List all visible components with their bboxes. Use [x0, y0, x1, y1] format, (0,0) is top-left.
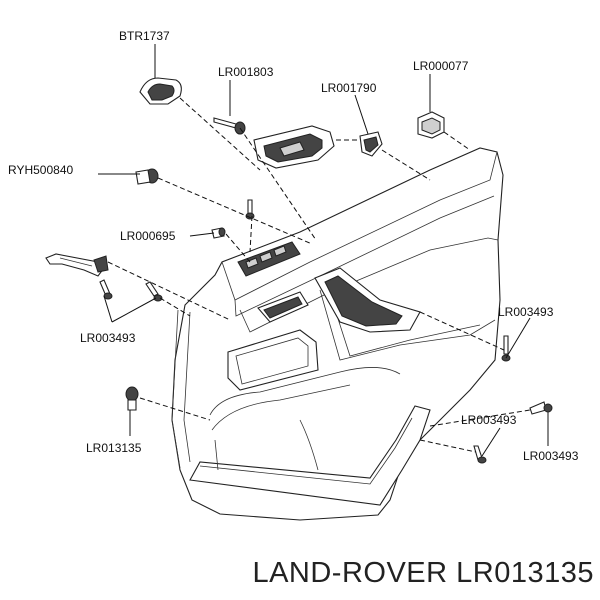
window-switch-pack: [237, 241, 301, 277]
leader-lines: [98, 44, 549, 457]
part-lr001803-screw: [213, 117, 246, 135]
brand-part-number: LAND-ROVER LR013135: [252, 557, 594, 589]
label-ryh500840: RYH500840: [8, 163, 73, 177]
label-lr001790: LR001790: [321, 81, 377, 95]
label-lr003493-right-top: LR003493: [498, 305, 554, 319]
part-lr000695-screw: [211, 227, 226, 239]
label-lr001803: LR001803: [218, 65, 274, 79]
part-left-bracket: [45, 253, 109, 277]
label-lr000077: LR000077: [413, 59, 469, 73]
label-lr003493-left: LR003493: [80, 331, 136, 345]
label-lr000695: LR000695: [120, 229, 176, 243]
pull-cup: [257, 291, 309, 323]
label-lr003493-right-bottom: LR003493: [523, 449, 579, 463]
part-lr013135-clip: [125, 386, 139, 411]
label-btr1737: BTR1737: [119, 29, 170, 43]
part-btr1737: [139, 77, 182, 105]
part-lr001790-handle: [253, 125, 335, 169]
label-lr013135: LR013135: [86, 441, 142, 455]
part-lr000077-bracket: [417, 111, 445, 139]
dashed-assembly-lines: [107, 97, 531, 453]
panel-door-handle: [314, 267, 421, 333]
part-lr001790-clip: [359, 131, 383, 157]
label-lr003493-right-mid: LR003493: [461, 413, 517, 427]
door-trim-panel: [171, 147, 504, 521]
part-ryh500840-clip: [135, 168, 159, 185]
